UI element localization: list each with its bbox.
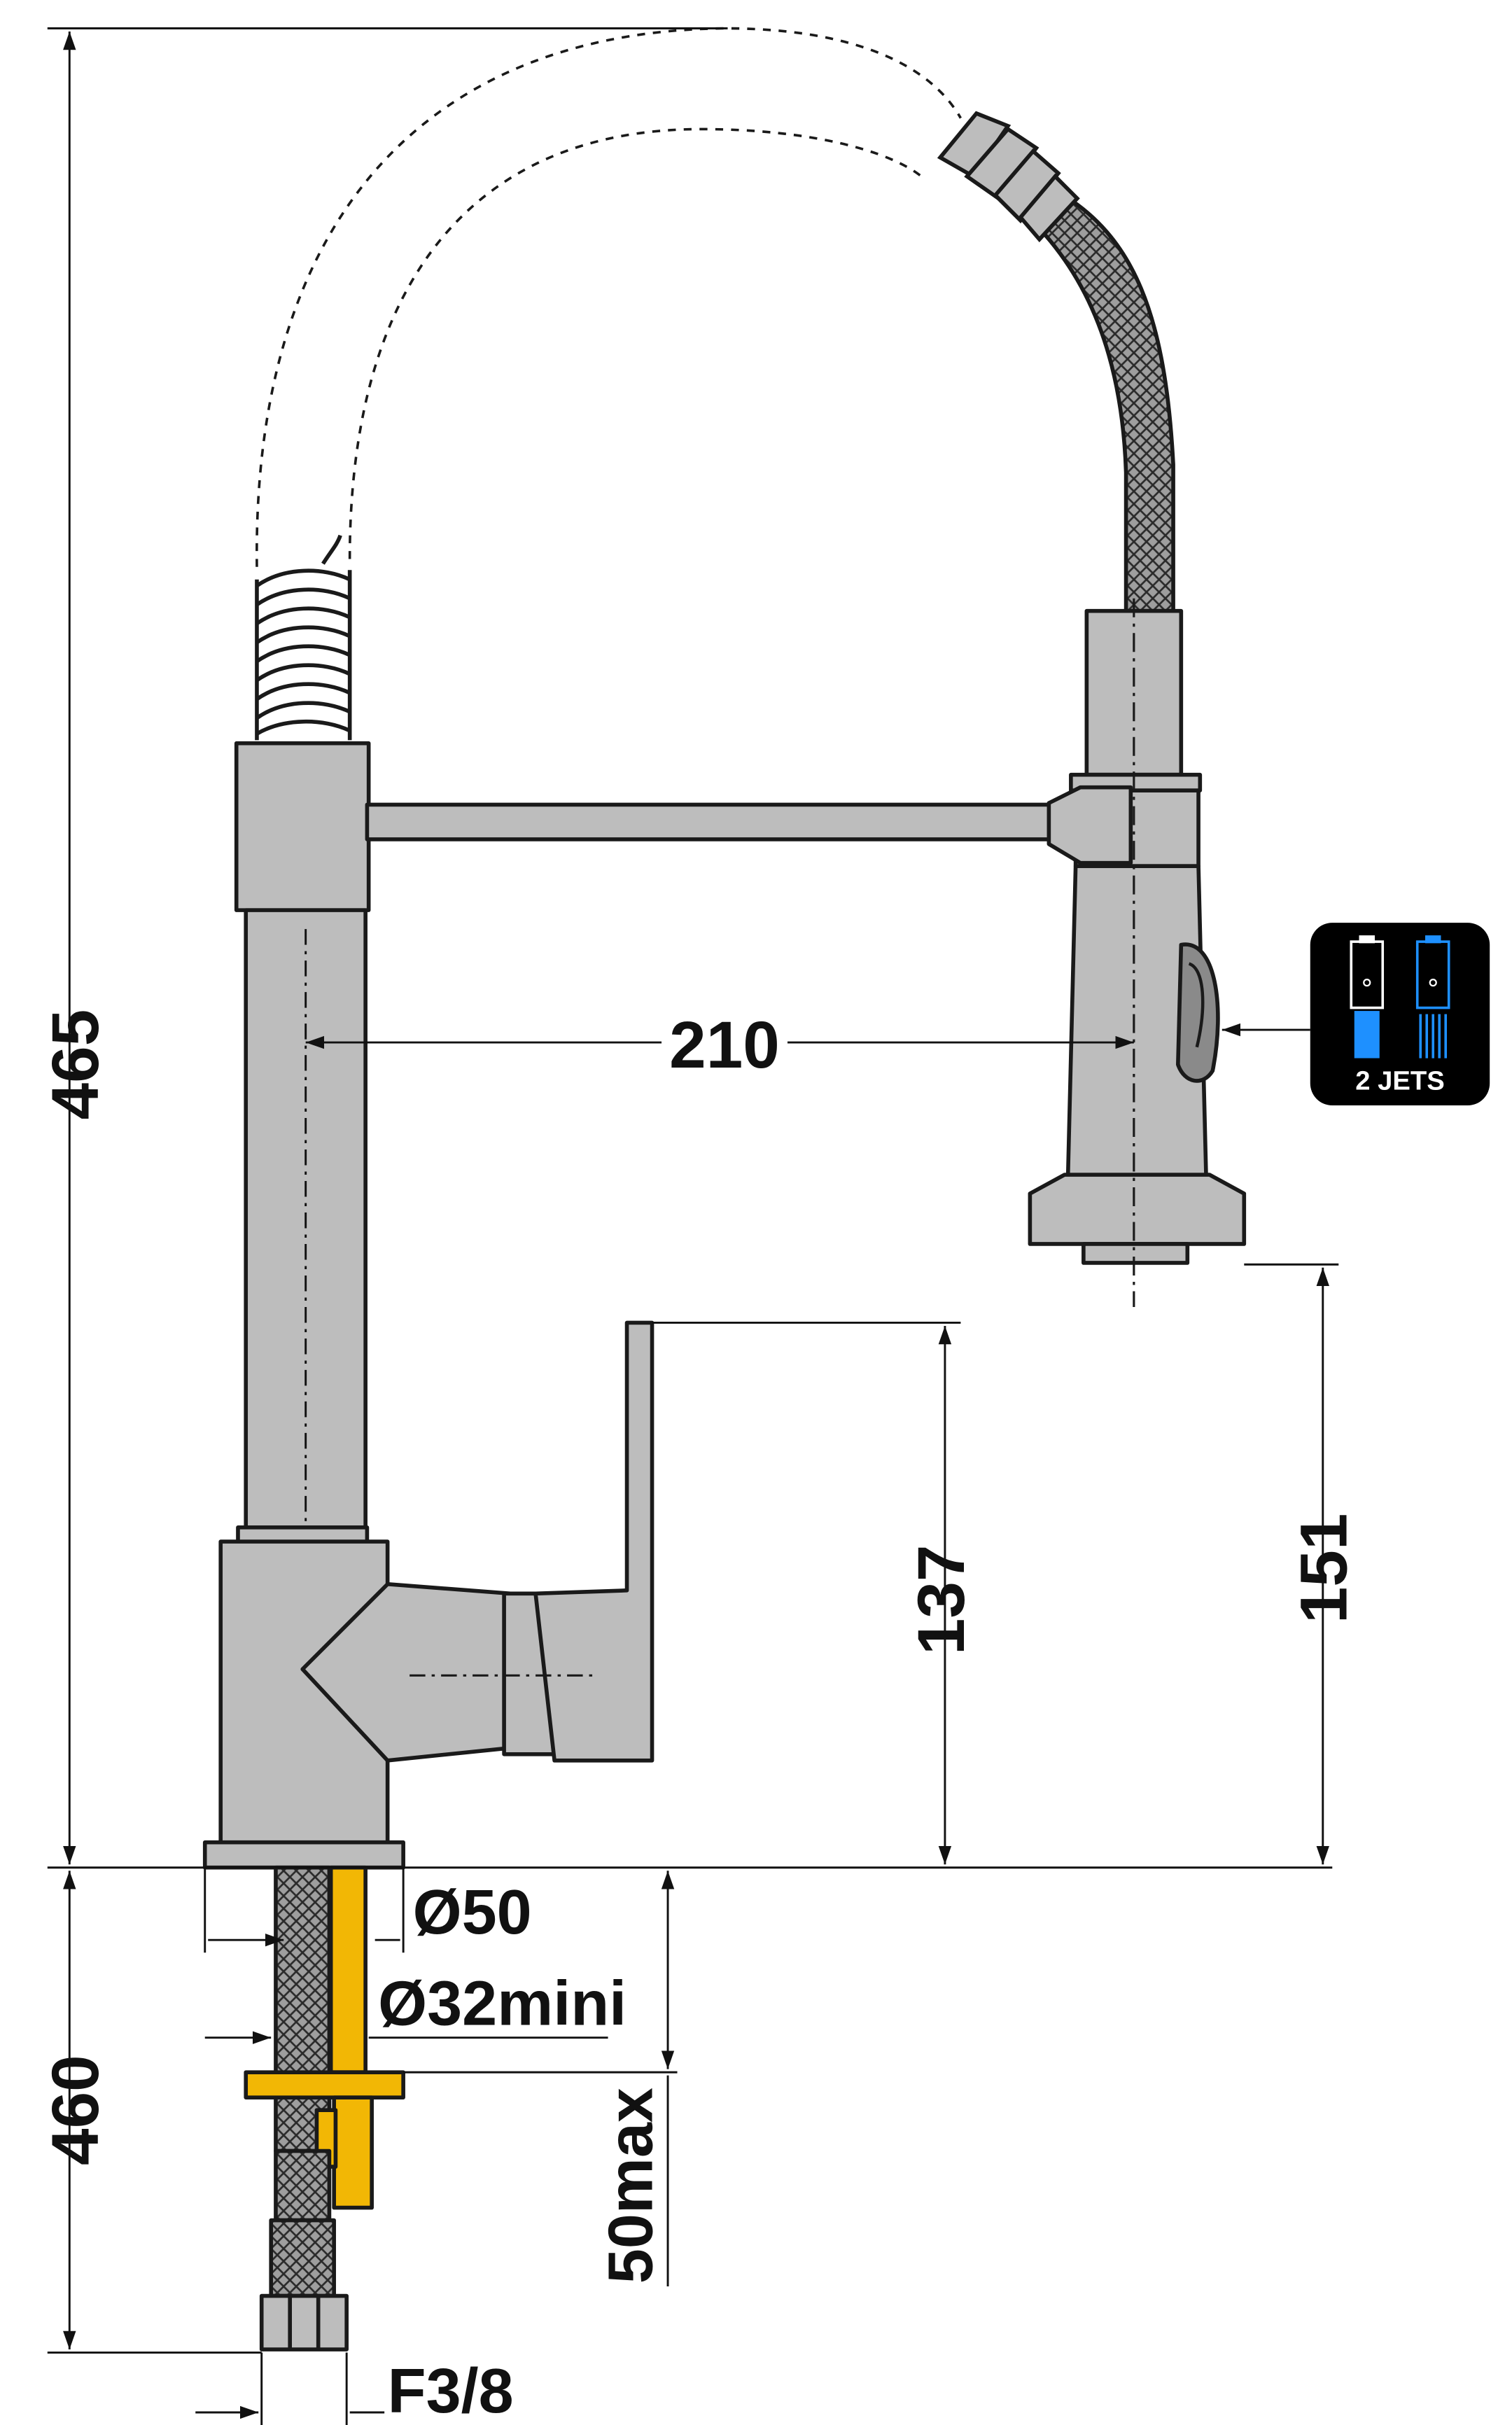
lever-housing [300,1582,512,1763]
dim-label-diameter-50: Ø50 [413,1878,532,1948]
spray-mount-clip [1046,785,1133,865]
hose-path-inner [348,127,923,559]
spray-nozzle [1028,1173,1247,1246]
faucet-body [202,27,1056,1870]
dim-label-f38: F3/8 [388,2356,514,2425]
dim-label-465: 465 [38,1009,113,1120]
fixing-plate [244,2070,405,2099]
threaded-rod [328,1865,368,2074]
hose-path-outer [255,27,962,567]
dim-label-50max: 50max [596,2088,666,2284]
spray-button [1176,942,1220,1083]
dim-label-460: 460 [38,2055,113,2165]
dim-label-210: 210 [669,1008,780,1082]
dim-label-137: 137 [904,1545,979,1656]
hose-ferrule [269,2218,336,2298]
jets-badge-label: 2 JETS [1355,1066,1444,1096]
spout-arm [365,802,1056,841]
lever-handle [533,1320,654,1763]
supply-hose-lower [274,2148,332,2223]
spray-face [1082,1242,1190,1265]
dimension-lines [47,27,1339,2425]
fixing-nut [332,2095,374,2210]
column-coil-spring [255,534,352,741]
dim-label-diameter-32: Ø32mini [378,1969,626,2039]
spray-hose [975,174,1175,613]
hose-coil-spring [937,111,1080,243]
column-top-block [234,741,371,912]
base-flange [202,1840,405,1870]
below-deck-assembly [244,1865,405,2351]
dim-label-151: 151 [1287,1514,1362,1624]
spray-head [1028,598,1247,1307]
rain-jet-icon [1415,935,1450,1058]
jets-badge: 2 JETS [1310,923,1490,1106]
spray-jet-icon [1350,935,1385,1058]
hose-nut [259,2293,349,2351]
